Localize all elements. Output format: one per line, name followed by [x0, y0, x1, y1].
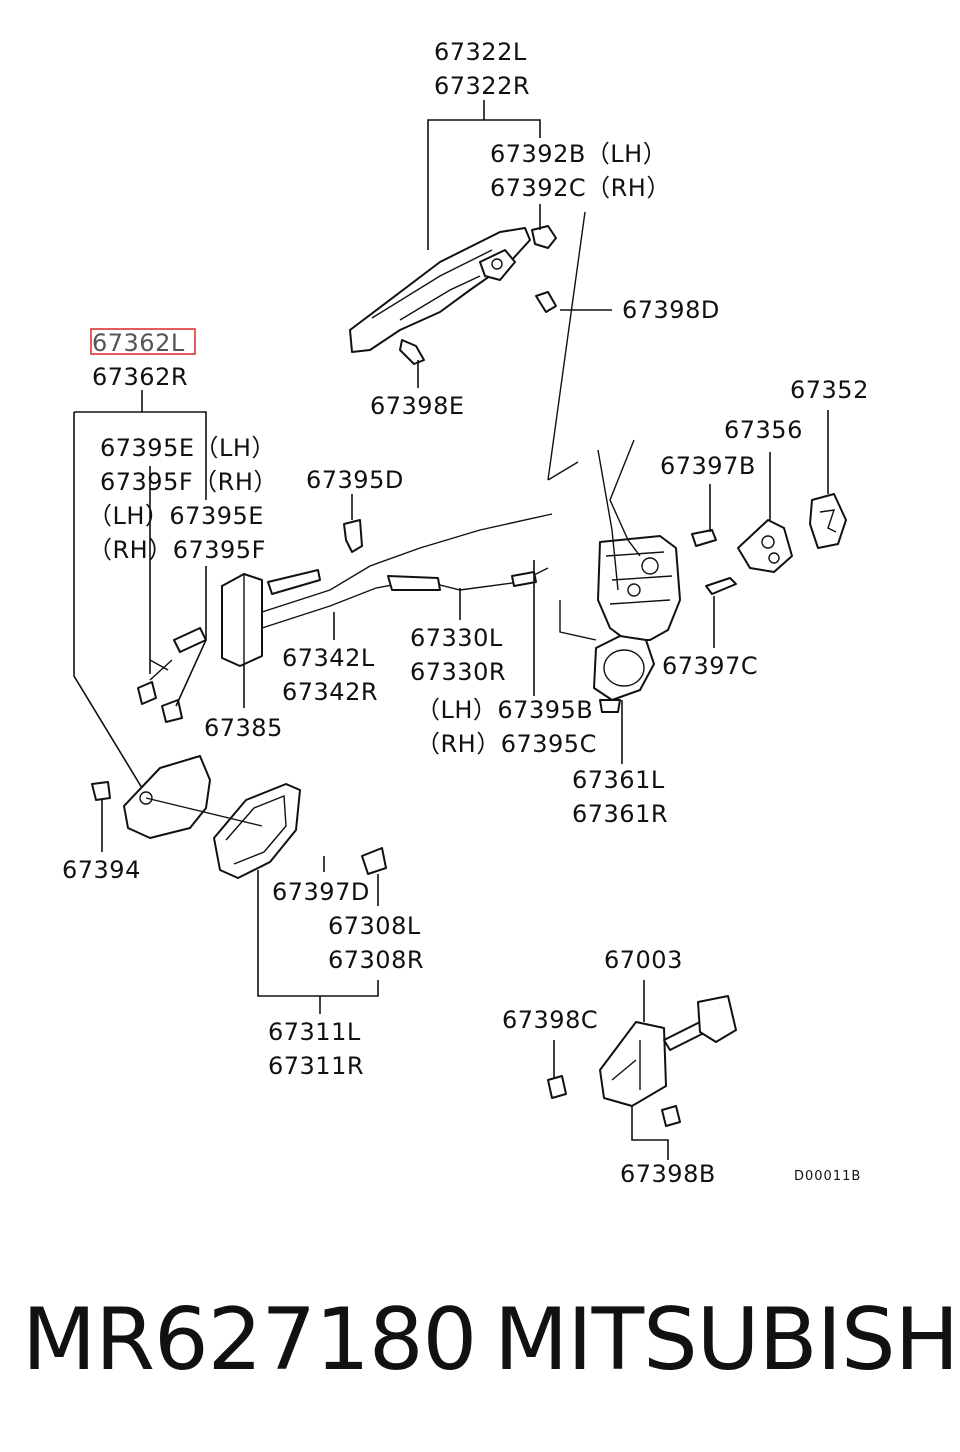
label-67398e: 67398E — [370, 392, 465, 420]
label-67398d: 67398D — [622, 296, 720, 324]
label-67308r: 67308R — [328, 946, 424, 974]
label-67361l: 67361L — [572, 766, 665, 794]
label-67352: 67352 — [790, 376, 869, 404]
label-67395d: 67395D — [306, 466, 404, 494]
label-67392b: 67392B（LH） — [490, 140, 667, 168]
label-67362l: 67362L — [92, 329, 185, 357]
label-67395f-rh: 67395F（RH） — [100, 468, 278, 496]
label-67308l: 67308L — [328, 912, 421, 940]
label-67342l: 67342L — [282, 644, 375, 672]
cables-drawing — [261, 513, 553, 629]
label-67311l: 67311L — [268, 1018, 361, 1046]
label-67398c: 67398C — [502, 1006, 598, 1034]
label-67398b: 67398B — [620, 1160, 716, 1188]
label-67395e-lh: 67395E（LH） — [100, 434, 276, 462]
cable-bracket-drawing — [221, 573, 263, 667]
outside-handle-drawing — [349, 225, 557, 365]
part-number: MR627180 — [22, 1290, 477, 1390]
label-rh-67395f: （RH）67395F — [88, 536, 266, 564]
inside-handle-drawing — [91, 755, 387, 879]
label-67003: 67003 — [604, 946, 683, 974]
leader-lines — [73, 100, 829, 1160]
label-67322r: 67322R — [434, 72, 530, 100]
label-67394: 67394 — [62, 856, 141, 884]
label-67322l: 67322L — [434, 38, 527, 66]
label-rh-67395c: （RH）67395C — [416, 730, 597, 758]
label-67342r: 67342R — [282, 678, 378, 706]
label-67362r: 67362R — [92, 363, 188, 391]
label-lh-67395b: （LH）67395B — [416, 696, 593, 724]
label-lh-67395e: （LH）67395E — [88, 502, 264, 530]
label-67392c: 67392C（RH） — [490, 174, 671, 202]
label-67356: 67356 — [724, 416, 803, 444]
diagram-code: D00011B — [794, 1169, 861, 1184]
door-lock-actuator-drawing — [559, 439, 681, 713]
lock-rod — [547, 211, 586, 481]
label-67361r: 67361R — [572, 800, 668, 828]
label-67385: 67385 — [204, 714, 283, 742]
highlight-box — [90, 328, 196, 355]
label-67330r: 67330R — [410, 658, 506, 686]
label-67330l: 67330L — [410, 624, 503, 652]
striker-drawing — [691, 493, 847, 595]
label-67397c: 67397C — [662, 652, 758, 680]
door-check-drawing — [547, 995, 737, 1127]
brand-name: MITSUBISHI — [494, 1290, 960, 1390]
label-67397b: 67397B — [660, 452, 756, 480]
label-67397d: 67397D — [272, 878, 370, 906]
label-67311r: 67311R — [268, 1052, 364, 1080]
